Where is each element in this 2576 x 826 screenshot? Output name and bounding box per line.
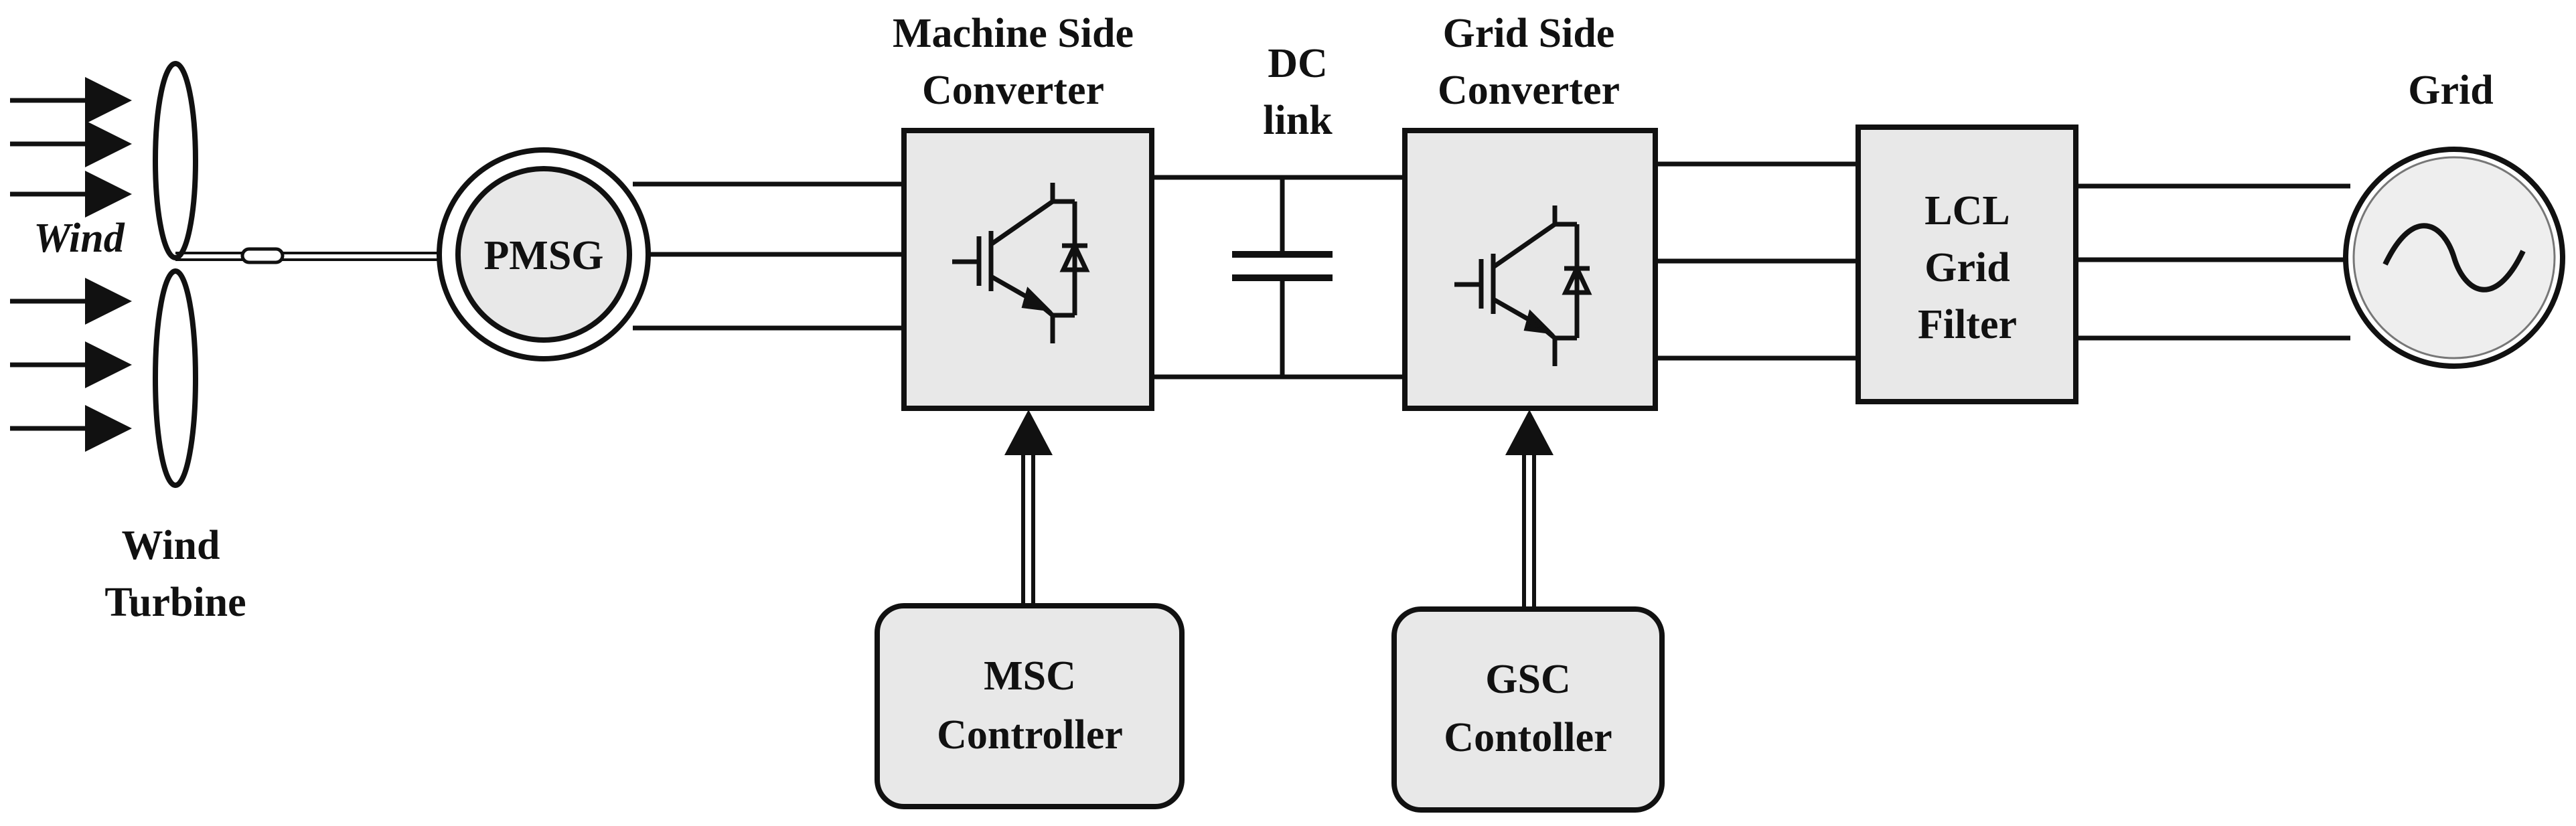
wind-arrows bbox=[10, 77, 132, 452]
shaft-coupling bbox=[240, 247, 285, 264]
filter-label-line3: Filter bbox=[1918, 302, 2017, 347]
pmsg-generator: PMSG bbox=[437, 147, 651, 361]
grid-label: Grid bbox=[2408, 68, 2493, 113]
filter-output-lines bbox=[2076, 183, 2350, 341]
gsc-controller-label-line2: Contoller bbox=[1444, 715, 1612, 760]
dc-link-label-line2: link bbox=[1263, 98, 1333, 143]
msc-controller bbox=[875, 603, 1185, 809]
gsc-control-link bbox=[1505, 410, 1554, 609]
gsc-title-line1: Grid Side bbox=[1443, 11, 1615, 56]
filter-label-line2: Grid bbox=[1924, 245, 2010, 291]
grid-side-converter bbox=[1402, 128, 1658, 411]
lcl-grid-filter bbox=[1855, 125, 2078, 404]
igbt-diode-icon bbox=[1454, 205, 1592, 366]
turbine-label-line2: Turbine bbox=[104, 580, 246, 625]
filter-label-line1: LCL bbox=[1924, 188, 2010, 234]
msc-controller-label-line2: Controller bbox=[937, 712, 1123, 758]
gsc-title-line2: Converter bbox=[1438, 68, 1620, 113]
generator-rotor bbox=[455, 166, 632, 343]
gsc-controller-label-line1: GSC bbox=[1485, 657, 1570, 702]
ac-sine-wave-icon bbox=[2382, 223, 2526, 293]
igbt-diode-icon bbox=[952, 183, 1090, 343]
generator-label: PMSG bbox=[483, 233, 603, 278]
wind-label: Wind bbox=[33, 216, 125, 261]
msc-control-link bbox=[1004, 410, 1053, 606]
machine-side-converter bbox=[901, 128, 1154, 411]
turbine-label-line1: Wind bbox=[121, 523, 220, 568]
msc-controller-label-line1: MSC bbox=[984, 653, 1076, 699]
converter-output-lines bbox=[1655, 161, 1858, 361]
dc-link-label-line1: DC bbox=[1268, 41, 1328, 86]
dc-link-bus bbox=[1152, 175, 1405, 380]
msc-title-line2: Converter bbox=[922, 68, 1104, 113]
generator-output-lines bbox=[633, 181, 904, 331]
grid-source bbox=[2343, 147, 2565, 369]
turbine-blade-bottom bbox=[153, 268, 198, 488]
turbine-blade-top bbox=[153, 61, 198, 260]
wind-turbine-rotor bbox=[153, 61, 445, 488]
gsc-controller bbox=[1391, 606, 1665, 813]
msc-title-line1: Machine Side bbox=[893, 11, 1134, 56]
